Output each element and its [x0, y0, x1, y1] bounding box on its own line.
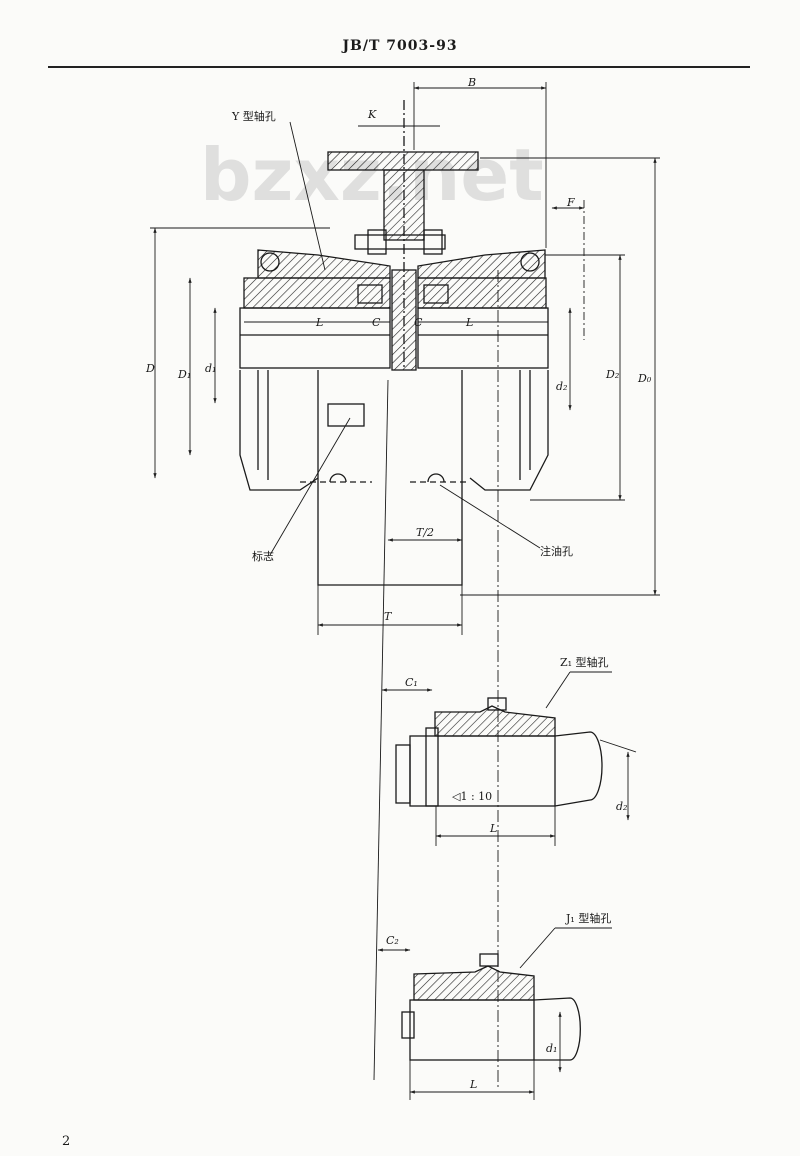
- dim-F: F: [566, 196, 575, 209]
- dim-C2: C₂: [386, 934, 399, 947]
- main-view: [150, 82, 660, 1090]
- j1-view: [377, 927, 612, 1100]
- z1-dim-L: L: [489, 822, 497, 835]
- dim-D1: D₁: [177, 368, 191, 381]
- dim-d1: d₁: [205, 362, 216, 375]
- dim-L-left: L: [315, 316, 323, 329]
- taper-label: ◁1 : 10: [452, 790, 492, 803]
- dim-d2: d₂: [556, 380, 567, 393]
- header-rule: [48, 66, 750, 68]
- oil-hole-label: 注油孔: [540, 544, 573, 558]
- mark-label: 标志: [252, 549, 274, 563]
- dim-L-right: L: [465, 316, 473, 329]
- dim-K: K: [367, 108, 377, 121]
- dim-T-half: T/2: [416, 526, 434, 539]
- j1-dim-L: L: [469, 1078, 477, 1091]
- j1-bore-label: J₁ 型轴孔: [565, 911, 611, 925]
- dim-B: B: [467, 76, 476, 89]
- watermark: bzxz.net: [200, 133, 544, 217]
- dim-C-left: C: [372, 316, 381, 329]
- dim-C1: C₁: [405, 676, 418, 689]
- document-header: JB/T 7003-93: [342, 38, 458, 54]
- z1-dim-d: d₂: [616, 800, 627, 813]
- z1-view: [381, 671, 637, 846]
- y-bore-label: Y 型轴孔: [231, 109, 276, 123]
- j1-dim-d1: d₁: [546, 1042, 557, 1055]
- dim-D0: D₀: [637, 372, 652, 385]
- z1-bore-label: Z₁ 型轴孔: [560, 655, 609, 669]
- dim-C-right: C: [414, 316, 423, 329]
- page-number: 2: [62, 1134, 71, 1149]
- dim-D: D: [145, 362, 155, 375]
- dim-D2: D₂: [605, 368, 619, 381]
- dim-T: T: [384, 610, 393, 623]
